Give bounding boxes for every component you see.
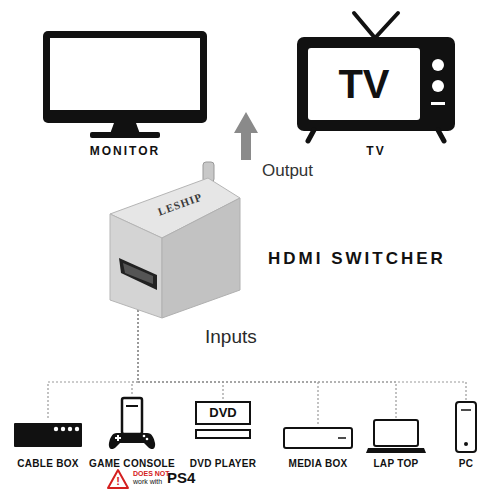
cable-box-light xyxy=(54,427,58,431)
controller-button xyxy=(146,438,149,441)
warning-triangle: ! xyxy=(107,469,129,489)
console-slot xyxy=(126,405,138,407)
signal-connector xyxy=(138,310,466,400)
output-arrow xyxy=(234,112,258,160)
tv-speaker xyxy=(431,102,445,105)
node-outline xyxy=(40,28,210,158)
monitor-base xyxy=(90,132,160,138)
cable-box-light xyxy=(75,427,79,431)
pc-tower xyxy=(456,402,476,452)
laptop-screen xyxy=(374,420,418,446)
device-caption: CABLE BOX xyxy=(2,458,94,469)
signal-connector xyxy=(132,310,138,396)
switcher-front-face xyxy=(110,214,162,318)
pc-icon: PC xyxy=(452,400,480,470)
monitor-icon: MONITOR xyxy=(40,28,210,158)
hdmi-port xyxy=(119,258,157,290)
cable-box-icon: CABLE BOX xyxy=(12,420,84,470)
tv-knob xyxy=(432,80,444,92)
hdmi-switcher: LESHIP xyxy=(105,160,245,310)
monitor-screen xyxy=(50,38,200,110)
device-label: TV xyxy=(292,144,460,158)
pc-drive xyxy=(461,409,471,411)
dvd-tray xyxy=(196,430,250,438)
signal-connector xyxy=(138,310,223,400)
screen-text: TV xyxy=(308,48,420,120)
laptop-base xyxy=(366,448,426,453)
product-name: HDMI SWITCHER xyxy=(268,249,446,269)
switcher-side-face xyxy=(162,198,240,318)
tv-screen xyxy=(308,48,420,120)
warning-text: work with xyxy=(133,478,162,486)
shape-group xyxy=(43,31,207,138)
monitor-frame xyxy=(43,31,207,123)
warning-mark: ! xyxy=(107,475,129,488)
shape-group xyxy=(284,428,352,448)
inputs-label: Inputs xyxy=(205,326,257,348)
tv-body xyxy=(297,37,455,131)
dvd-player-icon: DVDDVD PLAYER xyxy=(194,400,252,470)
tv-knob xyxy=(432,59,444,71)
device-caption: PC xyxy=(436,458,496,469)
shape-group xyxy=(456,402,476,452)
controller-button xyxy=(143,435,146,438)
device-caption: MEDIA BOX xyxy=(272,458,364,469)
dvd-logo: DVD xyxy=(194,404,252,422)
console-tower xyxy=(122,398,142,434)
tv-antenna xyxy=(354,13,375,38)
cable-box-light xyxy=(61,427,65,431)
device-caption: GAME CONSOLE xyxy=(82,458,182,469)
cable-box-light xyxy=(68,427,72,431)
media-box-slot xyxy=(338,437,346,439)
media-box-icon: MEDIA BOX xyxy=(282,426,354,470)
signal-connector xyxy=(138,310,396,418)
tv-leg xyxy=(308,130,314,141)
controller-dpad xyxy=(117,435,119,441)
tv-leg xyxy=(438,130,444,141)
output-label: Output xyxy=(262,161,313,181)
shape-group xyxy=(366,420,426,453)
shape-group xyxy=(109,398,155,449)
warning-text: PS4 xyxy=(167,469,195,487)
shape-group xyxy=(108,470,128,488)
warning-text: DOES NOT xyxy=(133,470,170,478)
shape-group xyxy=(110,162,240,318)
tv-icon: TV TV xyxy=(292,10,460,158)
device-caption: DVD PLAYER xyxy=(178,458,268,469)
node-outline xyxy=(105,160,245,310)
device-label: MONITOR xyxy=(40,144,210,158)
tv-antenna xyxy=(375,13,398,38)
shape-group xyxy=(297,13,455,141)
signal-connector xyxy=(138,310,318,426)
media-box-body xyxy=(284,428,352,448)
warning-triangle-shape xyxy=(108,470,128,488)
game-console-icon: GAME CONSOLE xyxy=(104,396,160,470)
shape-group xyxy=(14,423,82,447)
cable-box-body xyxy=(14,423,82,447)
laptop-icon: LAP TOP xyxy=(366,418,426,470)
pc-power xyxy=(464,442,468,446)
device-caption: LAP TOP xyxy=(350,458,442,469)
controller xyxy=(109,433,155,449)
hdmi-port-inner xyxy=(123,263,153,284)
